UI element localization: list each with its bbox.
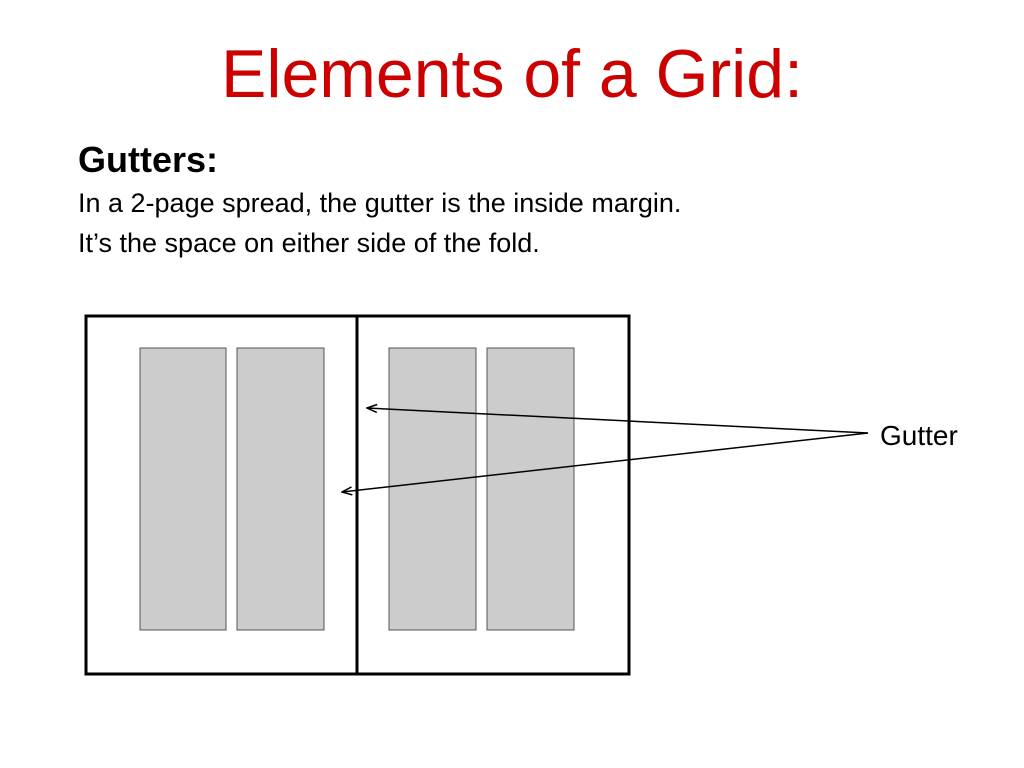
- section-heading: Gutters:: [78, 139, 219, 180]
- left-page-column-1: [139, 347, 227, 631]
- right-page-column-1: [388, 347, 477, 631]
- body-text-line-1: In a 2-page spread, the gutter is the in…: [78, 188, 682, 218]
- slide-title: Elements of a Grid:: [220, 36, 804, 112]
- gutter-arrow-right-side: [367, 408, 869, 434]
- left-page-column-2: [236, 347, 325, 631]
- right-page-column-2: [486, 347, 575, 631]
- body-text-line-2: It’s the space on either side of the fol…: [78, 228, 540, 258]
- gutter-callout-label: Gutter: [880, 420, 958, 451]
- gutter-arrow-left-side: [342, 432, 869, 492]
